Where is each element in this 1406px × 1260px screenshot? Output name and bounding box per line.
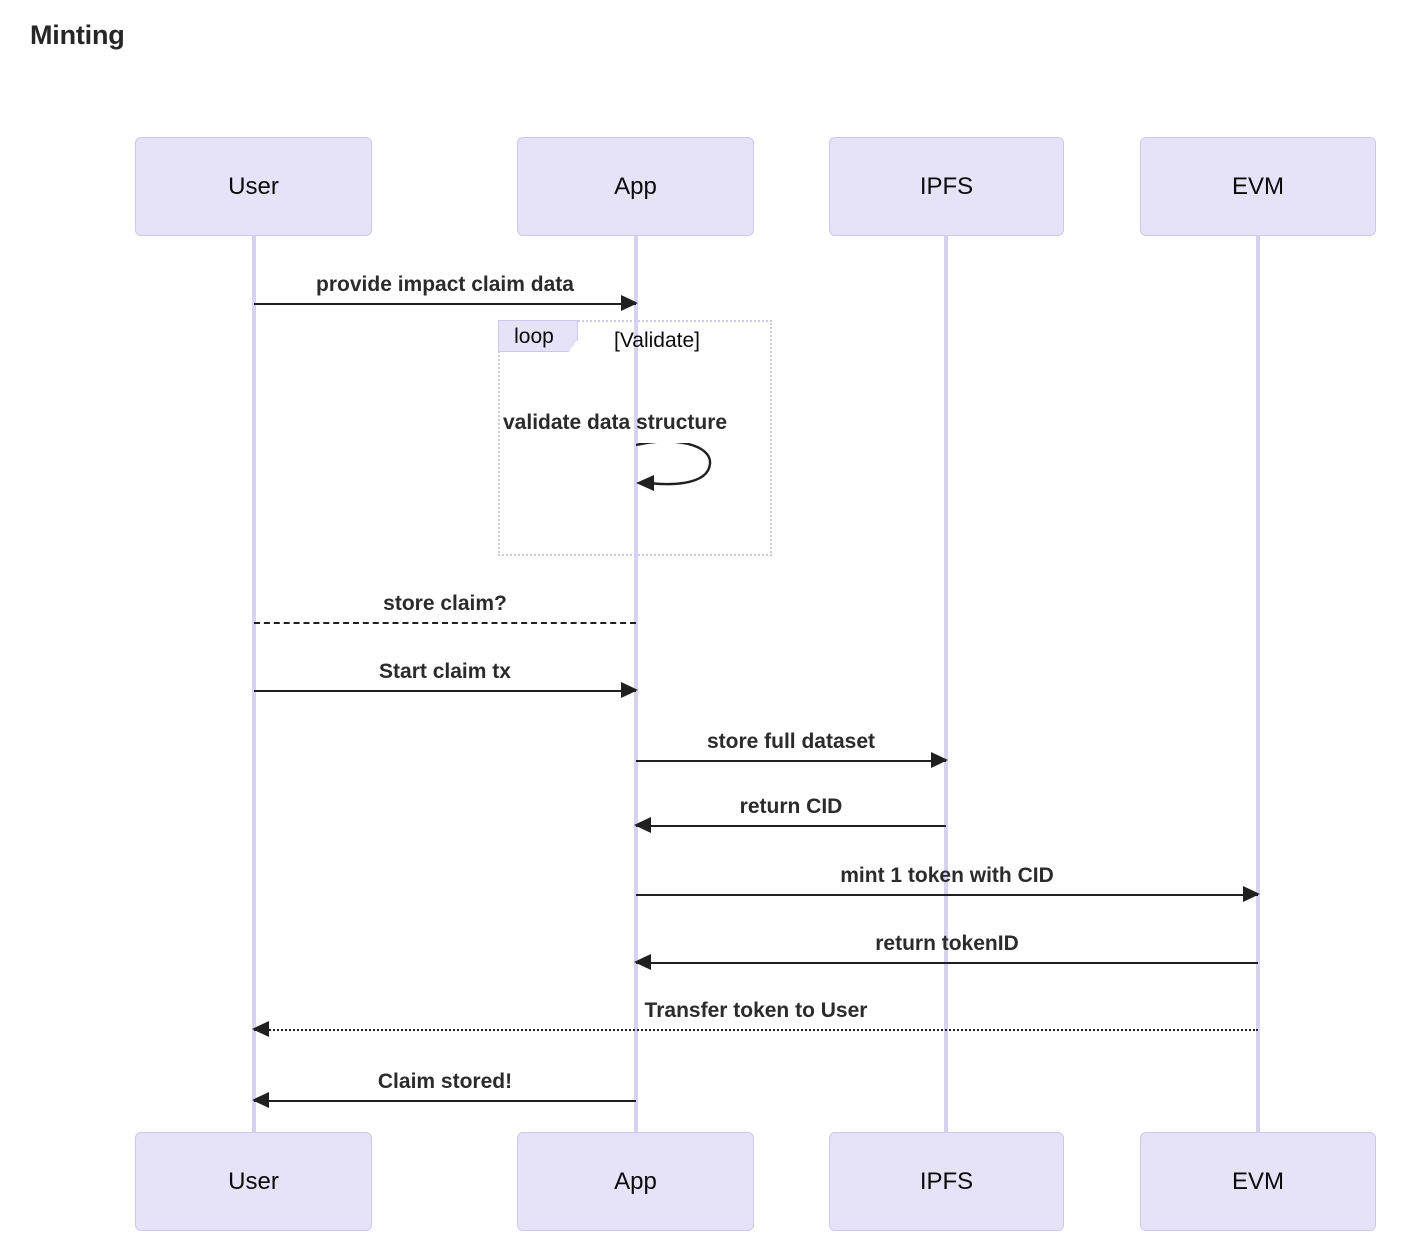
- actor-label-evm: EVM: [1231, 1167, 1284, 1195]
- message-line-m7: [636, 894, 1258, 896]
- arrow-head-right-icon: [621, 682, 638, 698]
- fragment-loop-box: [498, 320, 772, 556]
- arrow-head-left-icon: [252, 1092, 269, 1108]
- message-label-m6: return CID: [739, 795, 843, 818]
- message-line-m4: [254, 690, 636, 692]
- message-line-m1: [254, 303, 636, 305]
- self-message-m2: [635, 440, 726, 503]
- message-line-m3: [254, 622, 636, 624]
- message-line-m8: [636, 962, 1258, 964]
- actor-box-app-bottom[interactable]: App: [517, 1132, 754, 1231]
- fragment-tag-loop: loop: [498, 320, 578, 352]
- message-line-m9: [254, 1029, 1258, 1031]
- message-line-m6: [636, 825, 946, 827]
- actor-box-app-top[interactable]: App: [517, 137, 754, 236]
- message-line-m10: [254, 1100, 636, 1102]
- actor-label-evm: EVM: [1231, 172, 1284, 200]
- actor-box-evm-bottom[interactable]: EVM: [1140, 1132, 1376, 1231]
- message-label-m7: mint 1 token with CID: [840, 864, 1054, 887]
- arrow-head-left-icon: [634, 817, 651, 833]
- lifeline-user: [252, 236, 256, 1132]
- message-label-m3: store claim?: [383, 592, 507, 615]
- actor-label-app: App: [614, 1167, 657, 1195]
- lifeline-ipfs: [944, 236, 948, 1132]
- fragment-tag-label: loop: [514, 324, 554, 348]
- actor-box-ipfs-top[interactable]: IPFS: [829, 137, 1064, 236]
- actor-box-user-top[interactable]: User: [135, 137, 372, 236]
- message-label-m8: return tokenID: [875, 932, 1019, 955]
- actor-label-user: User: [228, 172, 279, 200]
- message-label-m9: Transfer token to User: [644, 999, 868, 1022]
- arrow-head-left-icon: [634, 954, 651, 970]
- actor-box-user-bottom[interactable]: User: [135, 1132, 372, 1231]
- message-line-m5: [636, 760, 946, 762]
- message-label-m2: validate data structure: [503, 411, 728, 434]
- actor-box-evm-top[interactable]: EVM: [1140, 137, 1376, 236]
- actor-label-app: App: [614, 172, 657, 200]
- arrow-head-left-icon: [636, 475, 654, 491]
- actor-label-ipfs: IPFS: [919, 172, 974, 200]
- actor-box-ipfs-bottom[interactable]: IPFS: [829, 1132, 1064, 1231]
- arrow-head-right-icon: [931, 752, 948, 768]
- fragment-title: [Validate]: [614, 329, 700, 352]
- arrow-head-right-icon: [621, 295, 638, 311]
- message-label-m1: provide impact claim data: [316, 273, 574, 296]
- actor-label-user: User: [228, 1167, 279, 1195]
- page-title: Minting: [30, 20, 125, 50]
- self-loop-arrow-icon: [635, 440, 712, 491]
- arrow-head-right-icon: [1243, 886, 1260, 902]
- arrow-head-left-icon: [252, 1021, 269, 1037]
- message-label-m10: Claim stored!: [377, 1070, 513, 1093]
- actor-label-ipfs: IPFS: [919, 1167, 974, 1195]
- message-label-m4: Start claim tx: [379, 660, 511, 683]
- message-label-m5: store full dataset: [706, 730, 876, 753]
- lifeline-evm: [1256, 236, 1260, 1132]
